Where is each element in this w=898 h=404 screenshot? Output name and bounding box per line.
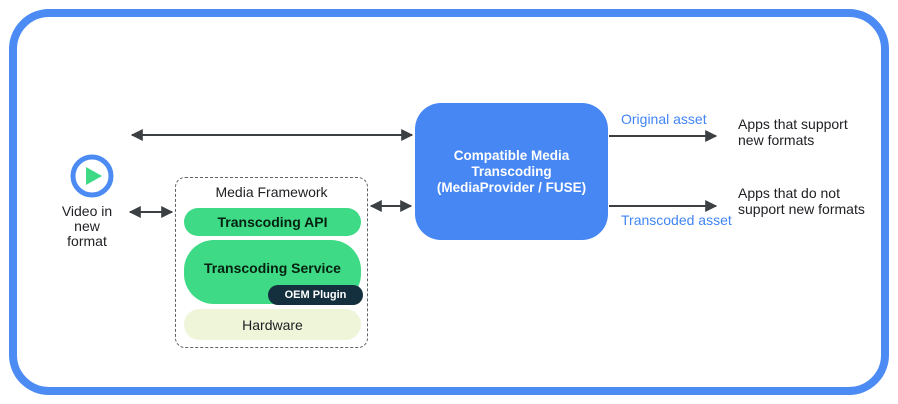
transcoding-api-label: Transcoding API [217,214,328,230]
hardware-pill: Hardware [184,309,361,340]
media-framework-box: Media Framework Transcoding API Transcod… [175,177,368,348]
video-source-label: Video in new format [61,203,113,249]
transcoded-asset-label: Transcoded asset [621,212,732,228]
apps-not-support-new-formats-label: Apps that do not support new formats [738,185,865,217]
media-framework-title: Media Framework [215,184,328,200]
transcoding-service-label: Transcoding Service [204,260,341,276]
transcoding-api-pill: Transcoding API [184,208,361,236]
hardware-label: Hardware [242,316,303,333]
original-asset-label: Original asset [621,111,707,127]
apps-support-new-formats-label: Apps that support new formats [738,116,848,148]
compatible-media-transcoding-box: Compatible Media Transcoding (MediaProvi… [415,103,608,240]
play-icon [70,154,114,198]
oem-plugin-pill: OEM Plugin [268,285,363,305]
oem-plugin-label: OEM Plugin [284,289,347,301]
